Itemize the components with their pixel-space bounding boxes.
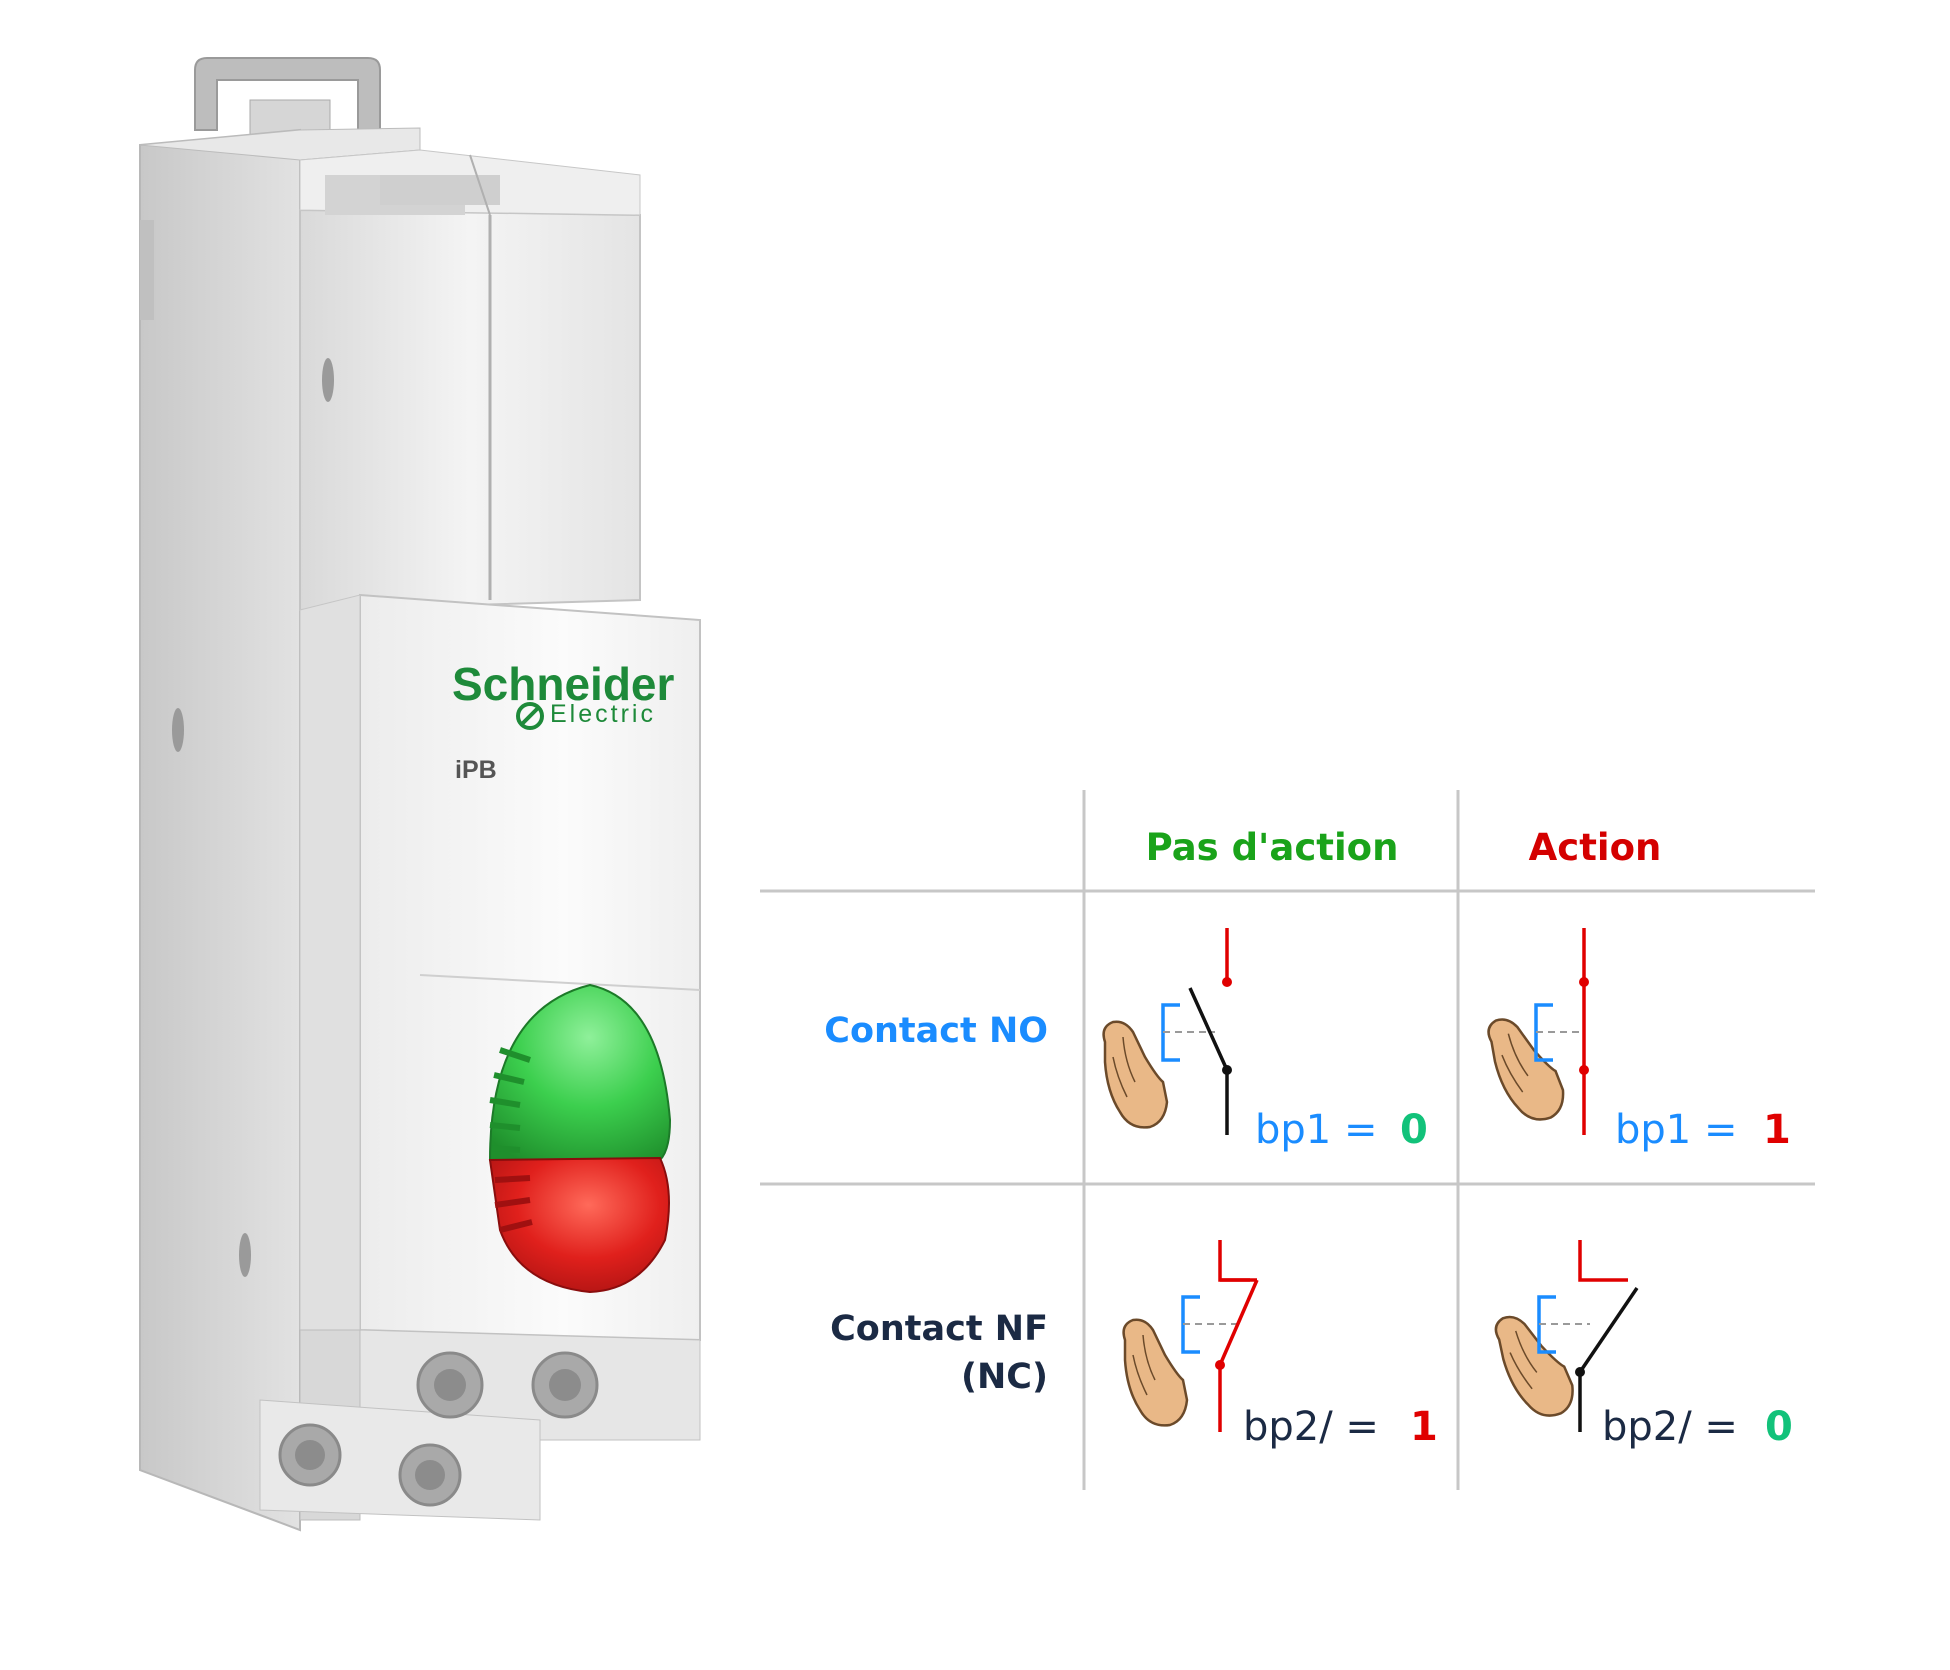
green-push-button <box>488 983 672 1161</box>
cell-no-action: bp1 = 1 <box>1485 928 1791 1153</box>
equation-var: bp1 = <box>1255 1107 1377 1153</box>
equation-value: 1 <box>1410 1404 1438 1450</box>
hand-icon <box>1485 1009 1569 1128</box>
cell-nf-rest: bp2/ = 1 <box>1122 1240 1438 1450</box>
equation-var: bp2/ = <box>1602 1404 1738 1450</box>
table-grid <box>760 790 1815 1490</box>
schneider-ipb-device: Schneider Electric iPB <box>139 57 701 1532</box>
col-header-pas-action: Pas d'action <box>1146 826 1399 869</box>
model-label: iPB <box>455 756 497 784</box>
din-clip <box>194 57 381 141</box>
row-header-contact-nf-nc: (NC) <box>961 1357 1048 1397</box>
cell-no-rest: bp1 = 0 <box>1102 928 1428 1153</box>
red-push-button <box>488 1156 670 1294</box>
hand-icon <box>1102 1020 1169 1129</box>
brand-logo-icon <box>516 702 544 730</box>
contact-state-table: Pas d'action Action Contact NO Contact N… <box>760 790 1815 1490</box>
body-side <box>139 128 301 1532</box>
brand-name: Schneider <box>452 658 675 710</box>
equation-value: 0 <box>1765 1404 1793 1450</box>
equation-value: 0 <box>1400 1107 1428 1153</box>
row-header-contact-nf: Contact NF <box>830 1309 1048 1349</box>
cell-nf-action: bp2/ = 0 <box>1492 1240 1793 1450</box>
equation-value: 1 <box>1763 1107 1791 1153</box>
brand-subname: Electric <box>550 700 656 728</box>
hand-icon <box>1122 1318 1189 1427</box>
equation-var: bp2/ = <box>1243 1404 1379 1450</box>
terminal-block <box>259 1329 701 1521</box>
body-top <box>139 127 421 161</box>
col-header-action: Action <box>1529 826 1662 869</box>
equation-var: bp1 = <box>1615 1107 1737 1153</box>
row-header-contact-no: Contact NO <box>824 1011 1048 1051</box>
